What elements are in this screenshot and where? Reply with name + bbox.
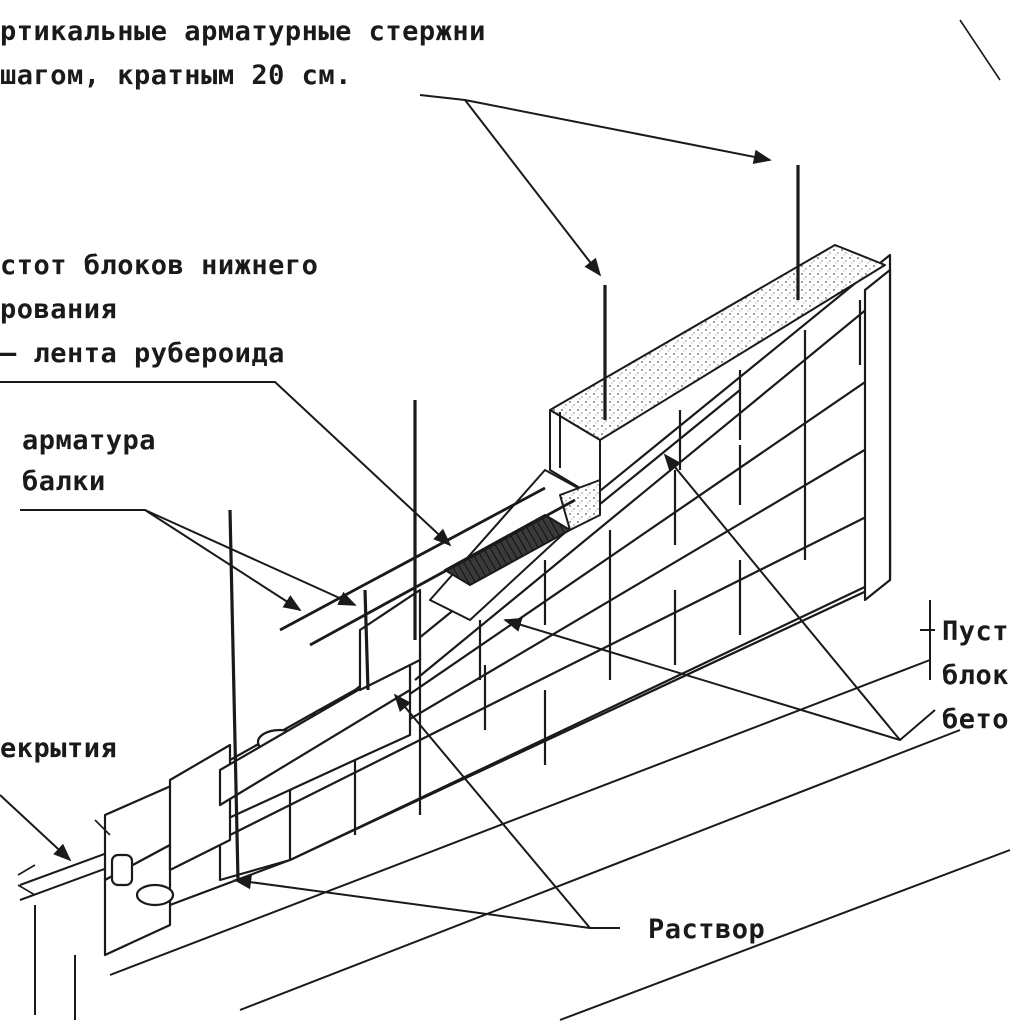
leader-lines [0,94,936,929]
label-mortar: Раствор [648,914,766,945]
label-rebar-line2: шагом, кратным 20 см. [0,60,352,91]
bottom-hollow-blocks [103,588,422,957]
label-beam-line2: балки [22,466,106,497]
label-hollow-line1: стот блоков нижнего [0,250,319,281]
label-rebar-line1: ртикальные арматурные стержни [0,16,486,47]
label-hollow-line3: – лента рубероида [0,338,285,369]
label-right-line2: блок [942,660,1010,691]
label-right-line3: бето [942,704,1010,735]
vertical-rebars [228,165,800,881]
label-hollow-line2: рования [0,294,118,325]
dimension-ticks [17,19,1001,896]
beam-bars [279,486,576,647]
label-beam-line1: арматура [22,425,157,456]
label-floor: екрытия [0,733,118,764]
bond-beam [429,244,886,621]
label-right-line1: Пуст [942,616,1010,647]
